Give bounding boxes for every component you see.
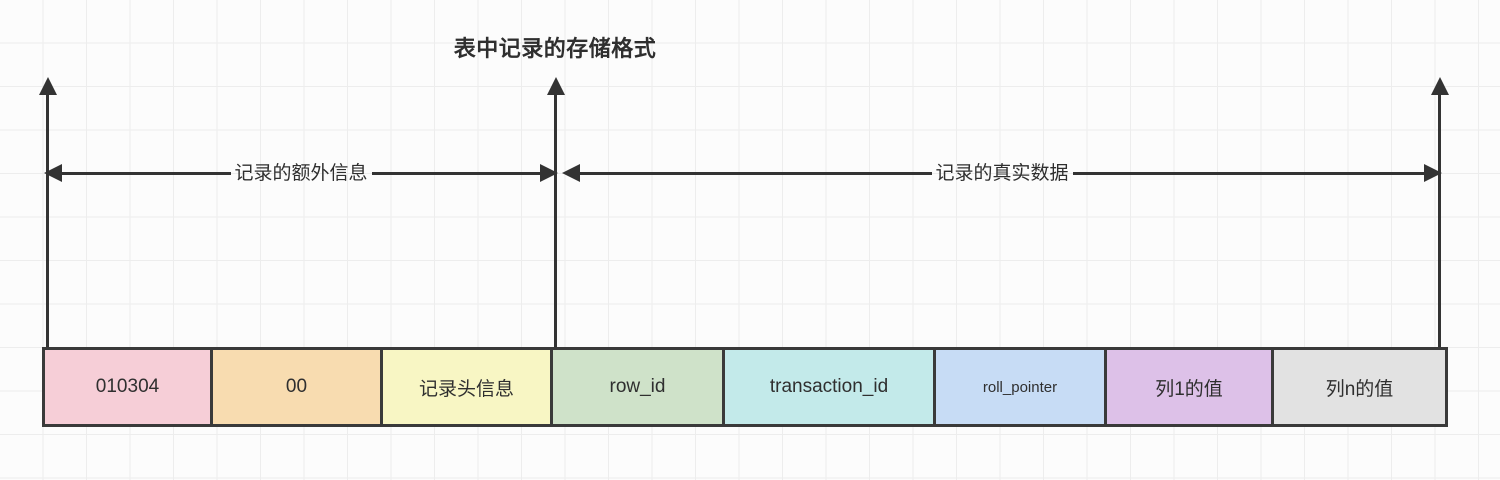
record-cell-label: transaction_id — [769, 376, 889, 397]
arrow-up-icon — [38, 77, 57, 95]
arrow-up-icon — [1430, 77, 1449, 95]
guide-line-left — [38, 77, 57, 349]
record-cell[interactable]: 列1的值 — [1107, 350, 1274, 424]
record-cell[interactable]: 列n的值 — [1274, 350, 1445, 424]
record-format-bar: 010304 00 记录头信息 row_id transaction_id ro… — [42, 347, 1448, 427]
arrow-stem — [580, 171, 932, 175]
span-real-data-label: 记录的真实数据 — [935, 162, 1069, 184]
arrow-stem — [371, 171, 541, 175]
record-cell[interactable]: 记录头信息 — [383, 350, 553, 424]
record-cell[interactable]: roll_pointer — [936, 350, 1107, 424]
record-cell[interactable]: row_id — [553, 350, 725, 424]
record-cell-label: 010304 — [95, 376, 160, 397]
record-cell-label: 00 — [285, 376, 308, 397]
arrow-right-icon — [1424, 164, 1443, 182]
arrow-left-icon — [44, 164, 62, 182]
guide-line-middle — [546, 77, 565, 349]
arrow-left-icon — [562, 164, 580, 182]
span-extra-info: 记录的额外信息 — [44, 161, 559, 185]
record-cell[interactable]: 00 — [213, 350, 383, 424]
arrow-up-icon — [546, 77, 565, 95]
record-cell-label: 记录头信息 — [418, 378, 514, 400]
span-extra-info-label: 记录的额外信息 — [234, 162, 368, 184]
span-real-data: 记录的真实数据 — [562, 161, 1443, 185]
record-cell[interactable]: transaction_id — [725, 350, 936, 424]
arrow-stem — [1072, 171, 1425, 175]
record-cell-label: roll_pointer — [982, 378, 1058, 396]
record-cell-label: 列n的值 — [1325, 378, 1394, 400]
record-cell-label: 列1的值 — [1155, 378, 1223, 400]
guide-line-right — [1430, 77, 1449, 349]
record-cell-label: row_id — [609, 376, 666, 397]
page-title: 表中记录的存储格式 — [453, 36, 657, 61]
arrow-right-icon — [540, 164, 559, 182]
arrow-stem — [62, 171, 231, 175]
record-cell[interactable]: 010304 — [45, 350, 213, 424]
